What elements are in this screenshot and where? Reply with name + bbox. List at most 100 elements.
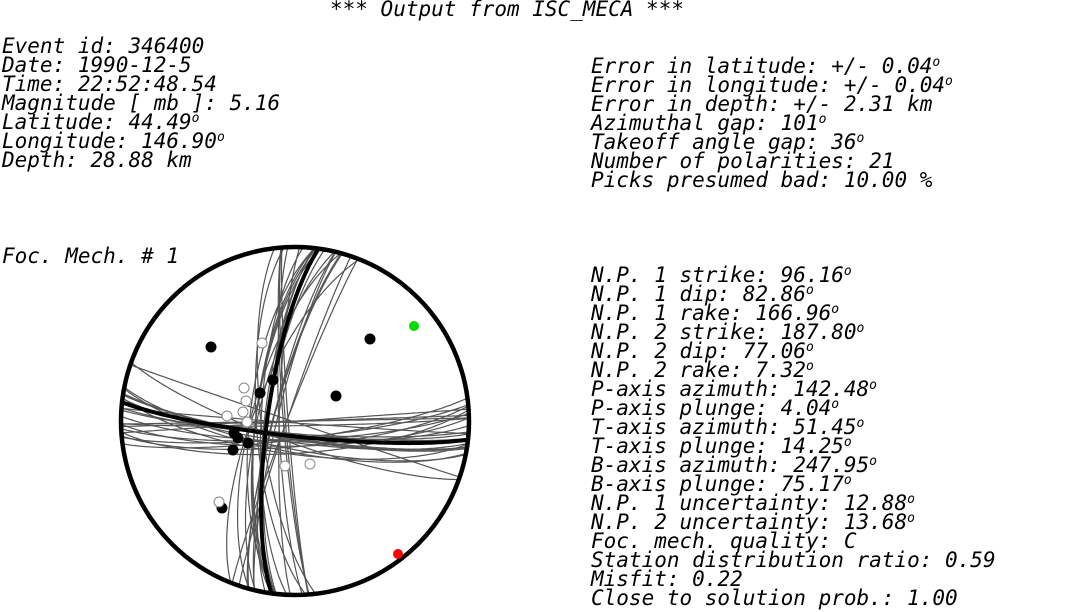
dilatation-polarity [221, 410, 233, 422]
degree-symbol: o [869, 454, 877, 469]
degree-symbol: o [945, 74, 953, 89]
error-label: Error in depth: [591, 92, 794, 116]
stereonet-outline [118, 244, 472, 598]
focal-mechanism-label: Foc. Mech. # 1 [2, 244, 180, 268]
degree-symbol: o [907, 511, 915, 526]
page-title: *** Output from ISC_MECA *** [329, 0, 684, 21]
event-label: Date: [2, 53, 78, 77]
solution-row: N.P. 2 dip: 77.06o [591, 339, 996, 363]
degree-symbol: o [932, 55, 941, 70]
degree-symbol: o [818, 112, 827, 127]
solution-label: B-axis plunge: [591, 472, 781, 496]
dilatation-polarity [241, 416, 253, 428]
uncertainty-plane-2 [247, 252, 342, 589]
solution-label: Misfit: [591, 567, 693, 591]
uncertainty-plane-2 [237, 252, 342, 590]
degree-symbol: o [856, 131, 865, 146]
solution-row: N.P. 2 strike: 187.80o [591, 321, 996, 343]
compression-polarity [267, 374, 279, 386]
error-value: +/- 0.04 [843, 73, 946, 97]
event-label: Latitude: [2, 110, 129, 134]
event-row: Magnitude [ mb ]: 5.16 [2, 91, 280, 115]
error-row: Error in latitude: +/- 0.04o [591, 54, 953, 78]
uncertainty-plane-2 [246, 247, 316, 595]
event-value: 44.49 [128, 110, 192, 134]
uncertainty-plane-2 [256, 247, 317, 595]
solution-row: N.P. 1 dip: 82.86o [591, 282, 996, 306]
solution-row: N.P. 1 strike: 96.16o [591, 265, 996, 286]
solution-label: Station distribution ratio: [591, 548, 946, 572]
error-value: 10.00 % [843, 168, 933, 192]
uncertainty-plane-2 [253, 251, 337, 591]
dilatation-polarity [304, 458, 316, 470]
uncertainty-plane-1 [120, 415, 470, 443]
event-value: 1990-12-5 [77, 53, 192, 77]
dilatation-polarity [237, 406, 249, 418]
solution-label: N.P. 2 dip: [591, 339, 743, 363]
dilatation-polarity [213, 496, 225, 508]
error-value: 21 [869, 149, 895, 173]
solution-row: N.P. 1 uncertainty: 12.88o [591, 492, 996, 514]
solution-value: 166.96 [755, 301, 832, 325]
solution-row: Close to solution prob.: 1.00 [591, 586, 996, 610]
degree-symbol: o [843, 473, 852, 488]
solution-label: B-axis azimuth: [591, 453, 794, 477]
solution-row: T-axis azimuth: 51.45o [591, 417, 996, 438]
compression-polarity [364, 333, 376, 345]
dilatation-polarity [240, 395, 252, 407]
event-value: 28.88 km [90, 148, 192, 172]
solution-label: N.P. 1 rake: [591, 301, 756, 325]
uncertainty-plane-1 [130, 362, 459, 481]
solution-label: Close to solution prob.: [591, 586, 908, 610]
solution-label: N.P. 1 dip: [591, 282, 743, 306]
nodal-plane-1 [121, 400, 469, 446]
compression-polarity [242, 437, 254, 449]
event-label: Time: [2, 72, 78, 96]
uncertainty-plane-1 [120, 417, 470, 427]
solution-value: 75.17 [780, 472, 844, 496]
solution-value: 4.04 [780, 396, 832, 420]
event-row: Longitude: 146.90o [2, 129, 280, 153]
error-value: 101 [780, 111, 819, 135]
error-row: Takeoff angle gap: 36o [591, 130, 953, 154]
degree-symbol: o [805, 283, 814, 298]
event-value: 146.90 [141, 129, 217, 153]
solution-label: P-axis plunge: [591, 396, 781, 420]
error-label: Number of polarities: [591, 149, 870, 173]
solution-row: T-axis plunge: 14.25o [591, 434, 996, 458]
solution-value: 14.25 [780, 434, 844, 458]
degree-symbol: o [831, 302, 840, 317]
solution-value: 247.95 [793, 453, 870, 477]
error-value: +/- 0.04 [831, 54, 933, 78]
degree-symbol: o [843, 435, 852, 450]
error-label: Azimuthal gap: [591, 111, 781, 135]
degree-symbol: o [856, 321, 865, 336]
error-label: Error in longitude: [591, 73, 844, 97]
error-value: +/- 2.31 km [793, 92, 933, 116]
compression-polarity [330, 390, 342, 402]
dilatation-polarity [256, 337, 268, 349]
event-row: Time: 22:52:48.54 [2, 72, 280, 96]
error-label: Picks presumed bad: [591, 168, 844, 192]
event-row: Date: 1990-12-5 [2, 53, 280, 77]
solution-row: B-axis azimuth: 247.95o [591, 453, 996, 477]
error-label: Takeoff angle gap: [591, 130, 832, 154]
solution-row: Foc. mech. quality: C [591, 529, 996, 553]
compression-polarity [254, 387, 266, 399]
degree-symbol: o [831, 397, 840, 412]
solution-label: N.P. 2 uncertainty: [591, 510, 844, 534]
uncertainty-plane-1 [130, 364, 460, 478]
degree-symbol: o [216, 130, 225, 145]
event-label: Magnitude [ mb ]: [2, 91, 230, 115]
event-value: 22:52:48.54 [77, 72, 217, 96]
event-label: Depth: [2, 148, 91, 172]
p-axis-marker [393, 549, 403, 559]
degree-symbol: o [907, 492, 915, 507]
event-row: Event id: 346400 [2, 36, 280, 57]
solution-label: N.P. 2 rake: [591, 358, 756, 382]
solution-label: Foc. mech. quality: [591, 529, 844, 553]
degree-symbol: o [191, 111, 200, 126]
solution-label: T-axis plunge: [591, 434, 781, 458]
